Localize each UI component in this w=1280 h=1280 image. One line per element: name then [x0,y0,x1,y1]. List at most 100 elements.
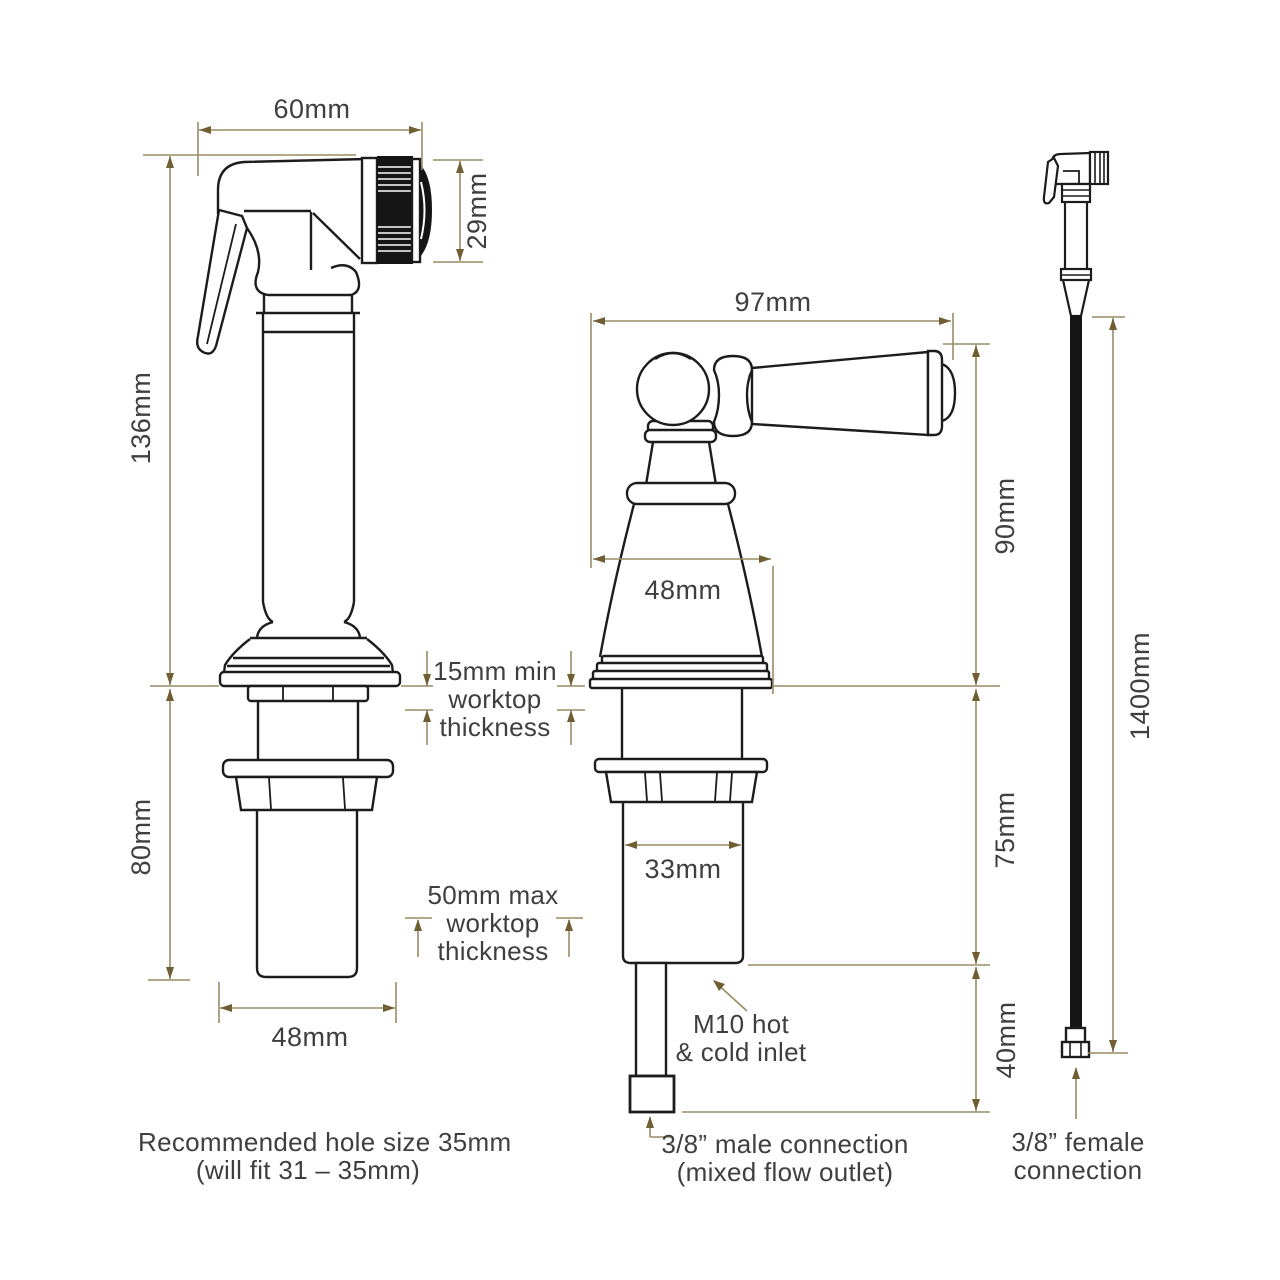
arrow-48v-right [759,555,771,563]
dimension-lines [143,122,1128,1138]
note-m10-inlet-line2: & cold inlet [675,1037,807,1067]
dim-label-136mm: 136mm [125,371,156,465]
note-max-worktop-line3: thickness [437,936,549,966]
note-max-worktop-line2: worktop [446,908,540,938]
dim-48mm-handset-line [218,982,397,1023]
dim-label-97mm: 97mm [734,286,812,317]
note-hole-size: Recommended hole size 35mm (will fit 31 … [138,1128,511,1185]
note-m10-inlet-line1: M10 hot [692,1009,790,1039]
hose-connector-facets [1069,1043,1082,1056]
note-max-worktop-line1: 50mm max [427,880,559,910]
arrow-29-bottom [456,249,464,261]
note-female-connection: 3/8” female connection [988,1128,1168,1184]
handset-nozzle-collar [360,156,379,265]
hose-head-trigger [1042,156,1060,205]
arrow-97-left [593,317,605,325]
arrow-60-left [199,126,211,134]
hose-head-collar [1060,182,1092,204]
handset-column-cap [261,313,356,334]
valve-washer [593,757,769,774]
dim-label-80mm: 80mm [125,798,156,876]
arrow-33-right [729,841,741,849]
hose-head-column [1063,202,1089,269]
handset-base-flare [222,638,395,674]
handset-drawing [195,156,432,979]
arrow-40-bottom [972,1099,980,1111]
arrow-48h-right [383,1004,395,1012]
arrow-15-mid-down [567,674,575,686]
valve-lever-handle [750,350,930,437]
handset-nozzle-cap-highlight [420,181,426,240]
valve-neck [644,441,718,486]
arrow-80-top [166,689,174,701]
dim-60mm-line [197,122,423,176]
valve-lever-ring-2 [643,428,718,444]
note-male-connection-line2: (mixed flow outlet) [676,1157,894,1187]
hose-head-cone [1061,279,1091,318]
valve-lever-ball [635,351,711,427]
dim-label-75mm: 75mm [989,791,1020,869]
dim-1400mm-line [1088,316,1128,1054]
handset-column [261,332,356,602]
hose-head-collar-rings [1062,189,1090,197]
dim-48mm-valve-line [593,558,774,694]
arrow-60-right [409,126,421,134]
arrow-75-top [972,689,980,701]
dim-label-48mm-valve: 48mm [644,574,722,605]
handset-shank [255,810,359,979]
handset-nozzle-separator [410,157,422,264]
handset-nozzle-ribs [378,166,412,252]
dim-label-1400mm: 1400mm [1124,631,1155,741]
dim-29mm-line [433,159,483,263]
arrow-50-mid-up [565,919,573,931]
note-male-connection-line1: 3/8” male connection [661,1129,909,1159]
valve-torus-ring [625,481,737,506]
arrow-136-top [166,156,174,168]
dim-40mm-line [682,967,990,1113]
valve-shank-upper [620,688,744,760]
arrow-136-bottom [166,673,174,685]
handset-base-plate [218,670,402,688]
handset-head-bottom [244,209,313,270]
handset-neck-bar [256,295,360,315]
note-min-worktop-line1: 15mm min [433,656,557,686]
arrow-female-up [1072,1067,1080,1079]
arrow-80-bottom [166,967,174,979]
dimension-arrows [166,126,1117,1128]
arrow-29-top [456,161,464,173]
valve-shank [621,802,745,965]
arrow-15-left-down [423,674,431,686]
hose-head-nozzle-ribs [1094,153,1105,183]
arrow-33-left [625,841,637,849]
valve-lever-ball-crown [654,351,692,361]
arrow-15-mid-up [567,710,575,722]
valve-base-plate [588,677,774,690]
note-hole-size-line2: (will fit 31 – 35mm) [195,1155,421,1185]
note-max-worktop: 50mm max worktop thickness [383,881,603,965]
dim-90mm-line [943,343,990,685]
note-m10-inlet: M10 hot & cold inlet [641,1010,841,1066]
arrow-75-bottom [972,952,980,964]
hose-head-nozzle [1088,150,1110,186]
valve-drawing [588,349,957,1114]
dim-label-60mm: 60mm [273,93,351,124]
hose-drawing [1042,150,1110,1059]
valve-hex-nut-facets [644,772,733,802]
handset-hex-nut-facets [268,777,346,810]
handset-head-outline [216,157,367,214]
handset-head-diagonal [312,212,361,260]
dim-label-90mm: 90mm [989,477,1020,555]
valve-lever-handle-cap [941,362,957,423]
arrow-1400-bottom [1109,1040,1117,1052]
arrow-97-right [939,317,951,325]
dim-label-33mm: 33mm [644,853,722,884]
valve-outlet-tube [634,961,668,1078]
handset-column-taper [261,601,356,624]
valve-bell-body [598,503,764,658]
note-min-worktop: 15mm min worktop thickness [385,657,605,741]
dim-label-48mm-handset: 48mm [271,1021,349,1052]
arrow-40-top [972,967,980,979]
note-female-connection-line2: connection [1013,1155,1143,1185]
